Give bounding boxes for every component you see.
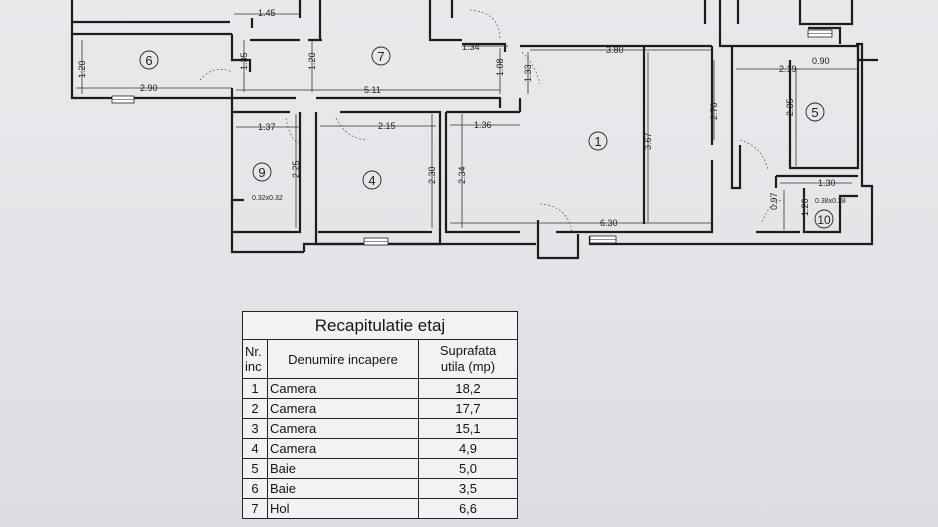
room-labels: 6 7 1 5 9 4 10 [139, 46, 834, 229]
room-10-label: 10 [814, 209, 834, 229]
dim-0-38x0-38: 0.38x0.38 [815, 198, 846, 205]
dim-1-36: 1.36 [474, 120, 492, 130]
row-area: 3,5 [418, 478, 518, 499]
dim-3-80: 3.80 [606, 45, 624, 55]
svg-text:7: 7 [377, 49, 384, 64]
row-name: Baie [267, 458, 419, 479]
dim-0-97: 0.97 [769, 192, 779, 210]
table-row: 3 Camera 15,1 [242, 418, 518, 439]
col-header-nr: Nr. inc [242, 339, 268, 379]
dim-1-45: 1.45 [258, 8, 276, 18]
dim-2-70: 2.70 [709, 102, 719, 120]
row-name: Camera [267, 418, 419, 439]
svg-text:10: 10 [817, 213, 831, 227]
row-nr: 5 [242, 458, 268, 479]
dim-1-35: 1.35 [239, 52, 249, 70]
dimension-lines [76, 13, 858, 230]
svg-text:1: 1 [594, 134, 601, 149]
recap-table: Recapitulatie etaj Nr. inc Denumire inca… [242, 311, 518, 519]
dim-2-90: 2.90 [140, 83, 158, 93]
row-nr: 4 [242, 438, 268, 459]
door-swings [199, 9, 783, 233]
dim-1-37: 1.37 [258, 122, 276, 132]
dim-1-08: 1.08 [495, 58, 505, 76]
row-name: Camera [267, 438, 419, 459]
row-name: Hol [267, 498, 419, 519]
row-nr: 6 [242, 478, 268, 499]
dim-6-30: 6.30 [600, 218, 618, 228]
row-area: 4,9 [418, 438, 518, 459]
room-9-label: 9 [252, 162, 272, 182]
room-5-label: 5 [805, 102, 825, 122]
dim-2-25: 2.25 [291, 160, 301, 178]
window-top-right [807, 29, 833, 38]
room-6-label: 6 [139, 50, 159, 70]
walls [70, 0, 878, 260]
col-header-area: Suprafata utila (mp) [418, 339, 518, 379]
room-4-label: 4 [362, 170, 382, 190]
dim-3-67: 3.67 [643, 132, 653, 150]
dim-1-34: 1.34 [462, 42, 480, 52]
table-row: 6 Baie 3,5 [242, 478, 518, 499]
dim-2-19: 2.19 [779, 64, 797, 74]
window-room-6 [111, 95, 135, 104]
dim-1-20-room6: 1.20 [77, 60, 87, 78]
dim-2-35: 2.35 [785, 98, 795, 116]
dim-2-34: 2.34 [457, 166, 467, 184]
svg-text:4: 4 [368, 173, 375, 188]
row-nr: 7 [242, 498, 268, 519]
dim-0-32x0-32: 0.32x0.32 [252, 195, 283, 202]
svg-text:6: 6 [145, 53, 152, 68]
svg-text:9: 9 [258, 165, 265, 180]
dim-1-30: 1.30 [818, 178, 836, 188]
floor-plan: 1.45 1.34 3.80 1.20 1.35 1.20 1.08 1.33 … [70, 0, 878, 260]
window-room-1 [589, 235, 617, 244]
row-area: 5,0 [418, 458, 518, 479]
row-area: 17,7 [418, 398, 518, 419]
row-name: Baie [267, 478, 419, 499]
dimension-labels: 1.45 1.34 3.80 1.20 1.35 1.20 1.08 1.33 … [77, 8, 846, 228]
row-nr: 2 [242, 398, 268, 419]
table-row: 7 Hol 6,6 [242, 498, 518, 519]
table-row: 1 Camera 18,2 [242, 378, 518, 399]
row-area: 15,1 [418, 418, 518, 439]
dim-2-30: 2.30 [427, 166, 437, 184]
row-area: 6,6 [418, 498, 518, 519]
table-row: 2 Camera 17,7 [242, 398, 518, 419]
dim-5-11: 5.11 [364, 85, 381, 95]
table-row: 4 Camera 4,9 [242, 438, 518, 459]
col-header-name: Denumire incapere [267, 339, 419, 379]
table-title: Recapitulatie etaj [242, 311, 518, 340]
row-nr: 1 [242, 378, 268, 399]
row-name: Camera [267, 398, 419, 419]
dim-1-20-hall: 1.20 [307, 52, 317, 70]
dim-1-33: 1.33 [523, 64, 533, 82]
window-room-4 [363, 237, 389, 246]
room-7-label: 7 [371, 46, 391, 66]
row-area: 18,2 [418, 378, 518, 399]
dim-2-15: 2.15 [378, 121, 396, 131]
room-1-label: 1 [588, 131, 608, 151]
svg-text:5: 5 [811, 105, 818, 120]
table-row: 5 Baie 5,0 [242, 458, 518, 479]
row-nr: 3 [242, 418, 268, 439]
windows [111, 29, 833, 246]
dim-0-90: 0.90 [812, 56, 830, 66]
dim-1-20-room10: 1.20 [800, 198, 810, 216]
row-name: Camera [267, 378, 419, 399]
